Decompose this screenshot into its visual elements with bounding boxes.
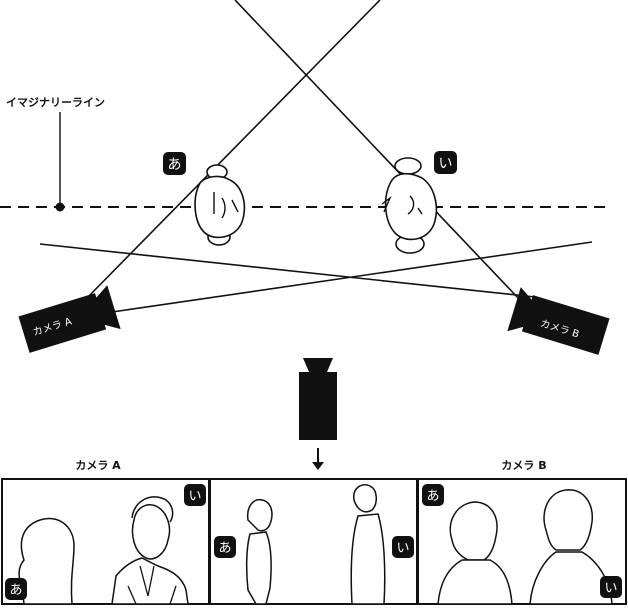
panel-center-camera: あ い	[209, 478, 418, 605]
panel-right-title: カメラ B	[501, 459, 546, 472]
panel-right-man-back-head	[543, 489, 593, 551]
person-a-badge-bg	[163, 152, 186, 175]
panel-right-woman-head	[449, 501, 498, 561]
sight-line-cross-2	[111, 241, 593, 313]
center-camera-body	[299, 372, 337, 440]
panel-left-man-head	[131, 504, 171, 560]
panel-middle-man-body	[350, 513, 386, 605]
panel-middle-man-head	[353, 484, 377, 513]
person-a-top-view: あ	[163, 152, 246, 246]
panel-right-badge-front: あ	[426, 489, 439, 504]
person-a-badge: あ	[168, 157, 182, 173]
sight-line-camera-a-view	[84, 0, 381, 301]
panel-middle-badge-right: い	[396, 541, 409, 556]
panel-middle-badge-left: あ	[218, 541, 231, 556]
panel-left-badge-back: あ	[9, 583, 22, 598]
panel-right-badge-front-bg	[422, 484, 444, 506]
sight-line-cross-1	[39, 243, 536, 298]
person-b-head	[384, 172, 438, 241]
panel-right-badge-back-bg	[600, 576, 622, 598]
sight-line-camera-b-view	[234, 0, 521, 301]
panel-camera-a: い あ	[1, 478, 210, 605]
imaginary-line-marker	[55, 202, 65, 212]
panel-right-woman-scarf	[437, 559, 513, 605]
panel-left-badge-back-bg	[5, 578, 27, 600]
sight-lines	[39, 0, 593, 313]
person-a-hair-lines	[213, 192, 239, 219]
panel-middle-badge-left-bg	[214, 536, 236, 558]
person-a-head	[194, 175, 246, 239]
person-b-hair-lines	[381, 195, 423, 215]
panel-middle-woman-body	[245, 531, 272, 605]
panel-right-badge-back: い	[604, 581, 617, 596]
panel-middle-frame	[209, 478, 418, 605]
panel-left-title: カメラ A	[75, 459, 121, 472]
center-camera-lens	[303, 358, 333, 372]
panel-middle-woman-head	[246, 498, 273, 532]
center-camera	[299, 358, 337, 440]
down-arrow-icon	[312, 448, 324, 470]
person-b-badge-bg	[434, 151, 457, 174]
panel-left-woman-back	[18, 517, 75, 605]
camera-a-top-view: カメラ A	[18, 285, 121, 353]
person-b-top-view: い	[381, 151, 457, 254]
panel-left-badge-front-bg	[184, 484, 206, 506]
panel-left-man-hair	[131, 496, 174, 523]
person-b-badge: い	[439, 156, 453, 172]
panel-left-man-collar	[127, 565, 177, 605]
imaginary-line-label: イマジナリーライン	[6, 96, 105, 109]
person-b-shoulder	[394, 157, 422, 175]
camera-b-top-view: カメラ B	[507, 287, 610, 355]
panel-left-badge-front: い	[188, 489, 201, 504]
panel-middle-badge-right-bg	[392, 536, 414, 558]
panel-camera-b: あ い	[417, 478, 627, 605]
